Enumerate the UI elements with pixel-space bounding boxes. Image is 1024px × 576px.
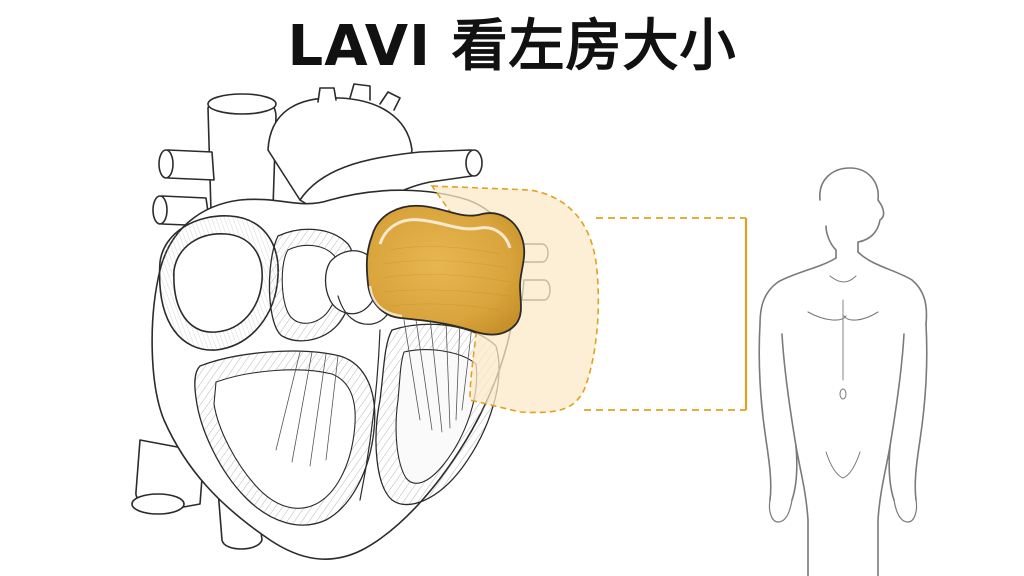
page-title: LAVI 看左房大小	[287, 14, 737, 79]
chordae	[275, 317, 473, 467]
left-pulmonary-veins	[152, 149, 215, 227]
left-atrium	[365, 204, 526, 336]
human-silhouette	[758, 167, 928, 576]
svc-opening	[207, 93, 277, 115]
size-bracket	[584, 217, 748, 411]
left-atrium-highlight	[365, 185, 600, 414]
